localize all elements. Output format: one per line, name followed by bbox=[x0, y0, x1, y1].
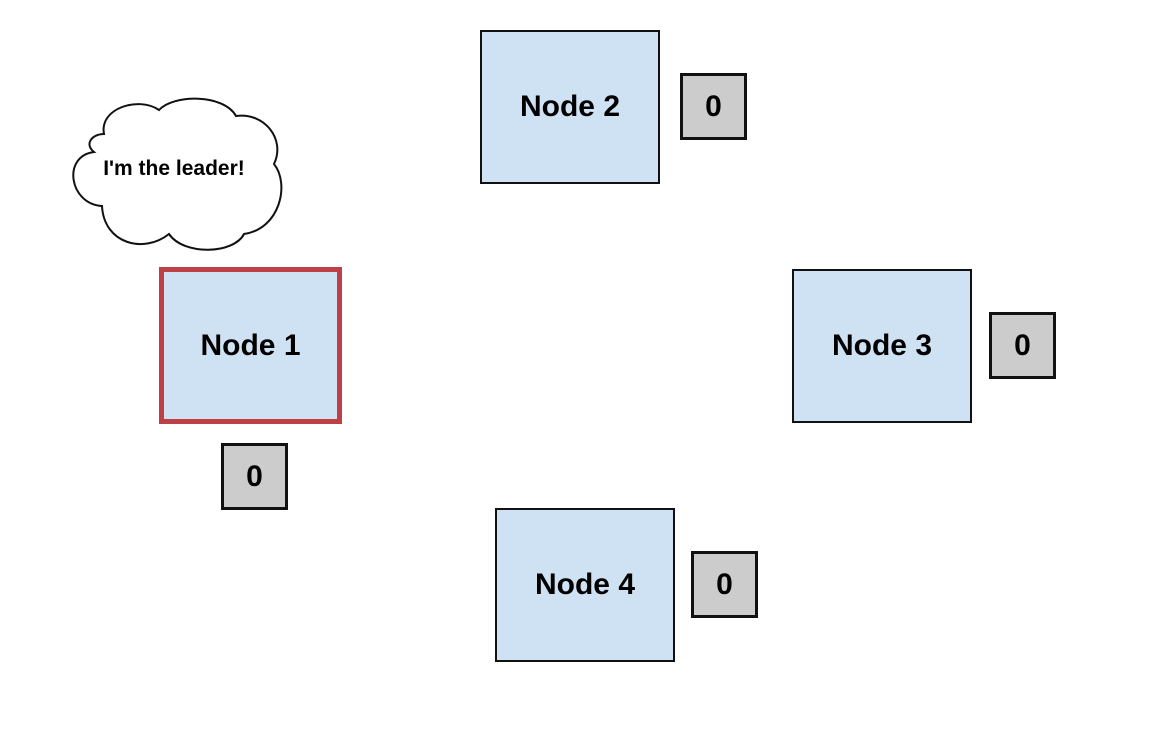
node-3: Node 3 bbox=[792, 269, 972, 423]
node-2-label: Node 2 bbox=[519, 90, 621, 123]
node-1: Node 1 bbox=[159, 267, 342, 424]
cloud-shape bbox=[72, 97, 283, 251]
leader-thought-cloud bbox=[72, 97, 283, 251]
node-4-counter: 0 bbox=[691, 551, 758, 618]
node-1-counter-value: 0 bbox=[246, 459, 263, 493]
node-1-label: Node 1 bbox=[200, 328, 301, 362]
node-3-counter: 0 bbox=[989, 312, 1056, 379]
leader-thought-text: I'm the leader! bbox=[103, 157, 245, 180]
node-3-label: Node 3 bbox=[831, 329, 933, 362]
node-3-counter-value: 0 bbox=[1014, 328, 1031, 362]
node-2-counter-value: 0 bbox=[705, 89, 722, 123]
node-4-label: Node 4 bbox=[534, 568, 636, 601]
node-4-counter-value: 0 bbox=[716, 567, 733, 601]
node-2-counter: 0 bbox=[680, 73, 747, 140]
node-4: Node 4 bbox=[495, 508, 675, 662]
node-1-counter: 0 bbox=[221, 443, 288, 510]
node-2: Node 2 bbox=[480, 30, 660, 184]
